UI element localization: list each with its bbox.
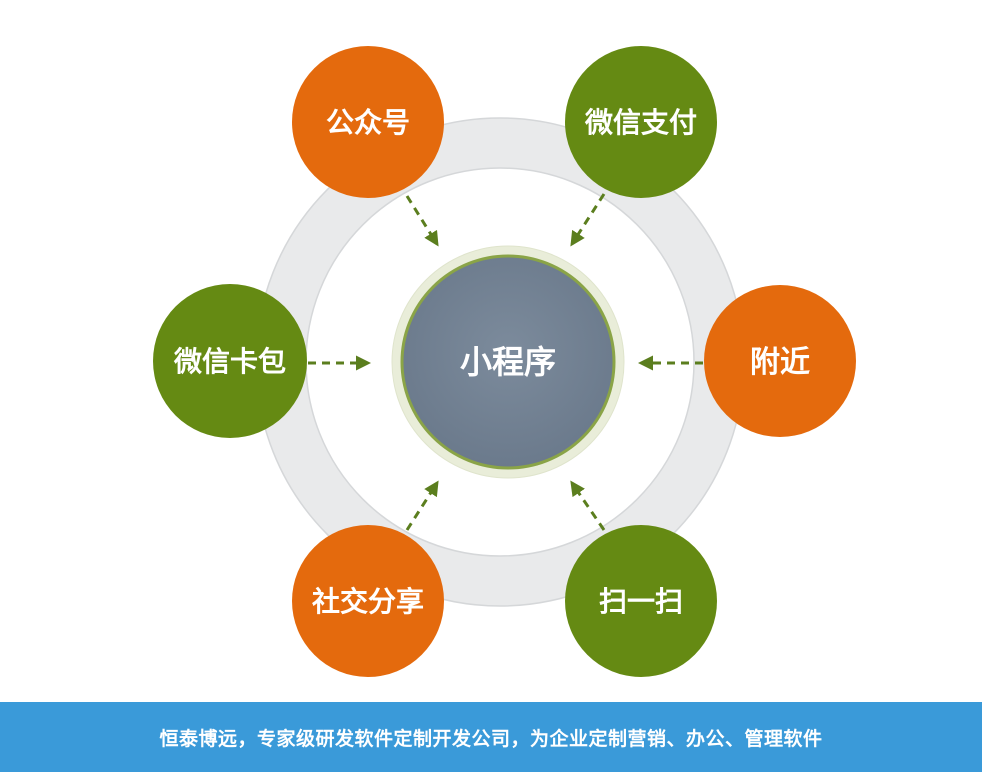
node-circle-weixinkabao: [153, 284, 307, 438]
arrow-weixinzhifu: [570, 193, 606, 247]
node-shejiaofenxiang: 社交分享: [292, 525, 444, 677]
node-label-weixinzhifu: 微信支付: [584, 106, 697, 139]
diagram-canvas: 小程序 公众号 微信支付微信卡包 附近社交分享 扫一扫: [153, 46, 856, 677]
node-label-gongzhonghao: 公众号: [326, 106, 410, 139]
node-weixinkabao: 微信卡包: [153, 284, 307, 438]
node-label-weixinkabao: 微信卡包: [173, 345, 286, 378]
node-circle-gongzhonghao: [292, 46, 444, 198]
center-circle: [400, 254, 616, 470]
node-weixinzhifu: 微信支付: [565, 46, 717, 198]
arrow-saoyisao: [570, 480, 606, 531]
center-label: 小程序: [460, 343, 556, 381]
node-fujin: 附近: [704, 285, 856, 437]
node-label-saoyisao: 扫一扫: [599, 585, 683, 618]
node-circle-saoyisao: [565, 525, 717, 677]
arrow-shejiaofenxiang: [405, 480, 439, 531]
node-circle-weixinzhifu: [565, 46, 717, 198]
node-gongzhonghao: 公众号: [292, 46, 444, 198]
footer-slogan: 恒泰博远，专家级研发软件定制开发公司，为企业定制营销、办公、管理软件: [159, 727, 823, 750]
node-circle-fujin: [704, 285, 856, 437]
node-label-fujin: 附近: [750, 345, 810, 380]
arrow-gongzhonghao: [405, 195, 439, 247]
node-label-shejiaofenxiang: 社交分享: [312, 585, 424, 618]
node-circle-shejiaofenxiang: [292, 525, 444, 677]
connector-arrows: [308, 193, 703, 531]
footer-bar: 恒泰博远，专家级研发软件定制开发公司，为企业定制营销、办公、管理软件: [0, 702, 982, 772]
node-saoyisao: 扫一扫: [565, 525, 717, 677]
